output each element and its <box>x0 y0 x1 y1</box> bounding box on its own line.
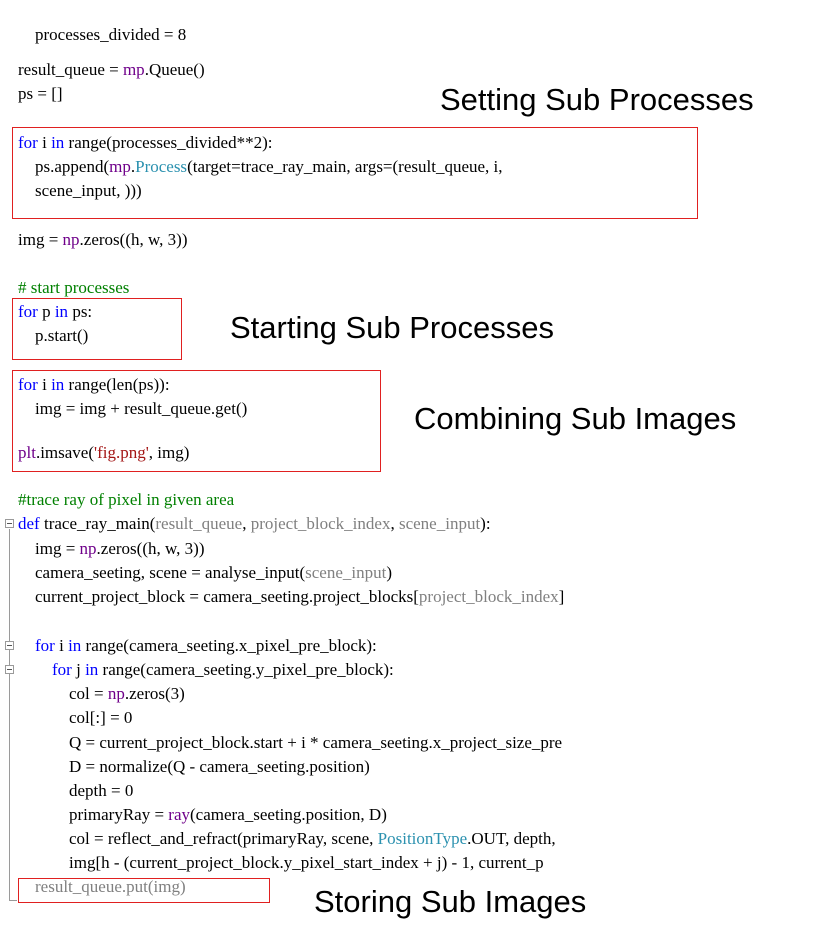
code-line-analyse: camera_seeting, scene = analyse_input(sc… <box>18 563 393 582</box>
highlight-box-combining <box>12 370 381 472</box>
code-line-put: result_queue.put(img) <box>18 877 186 896</box>
code-line-for-y: for j in range(camera_seeting.y_pixel_pr… <box>52 660 394 679</box>
code-line-result-queue: result_queue = mp.Queue() <box>18 60 205 79</box>
annotation-starting: Starting Sub Processes <box>230 310 554 345</box>
code-line-for-len: for i in range(len(ps)): <box>18 375 170 394</box>
highlight-box-setting <box>12 127 698 219</box>
code-line-current-block: current_project_block = camera_seeting.p… <box>18 587 565 606</box>
code-line-for-processes: for i in range(processes_divided**2): <box>18 133 273 152</box>
code-line-for-x: for i in range(camera_seeting.x_pixel_pr… <box>35 636 377 655</box>
fold-guide-line <box>9 529 10 901</box>
fold-collapse-icon[interactable] <box>5 519 14 528</box>
highlight-box-starting <box>12 298 182 360</box>
code-line-q: Q = current_project_block.start + i * ca… <box>18 733 563 752</box>
fold-collapse-icon[interactable] <box>5 665 14 674</box>
code-line-append-cont: scene_input, ))) <box>18 181 142 200</box>
code-line-processes-divided: processes_divided = 8 <box>35 25 187 44</box>
code-line-def: def trace_ray_main(result_queue, project… <box>18 514 491 533</box>
code-line-for-p: for p in ps: <box>18 302 93 321</box>
code-line-depth: depth = 0 <box>18 781 134 800</box>
fold-end-marker <box>9 900 17 901</box>
code-comment-trace: #trace ray of pixel in given area <box>18 490 235 509</box>
code-line-ps-init: ps = [] <box>18 84 63 103</box>
code-line-d: D = normalize(Q - camera_seeting.positio… <box>18 757 370 776</box>
code-line-imsave: plt.imsave('fig.png', img) <box>18 443 190 462</box>
annotation-storing: Storing Sub Images <box>314 884 587 919</box>
code-line-reflect: col = reflect_and_refract(primaryRay, sc… <box>18 829 560 848</box>
annotation-setting: Setting Sub Processes <box>440 82 754 117</box>
code-line-col-reset: col[:] = 0 <box>18 708 133 727</box>
code-line-primary-ray: primaryRay = ray(camera_seeting.position… <box>18 805 387 824</box>
code-line-img-get: img = img + result_queue.get() <box>18 399 248 418</box>
code-line-col-zeros: col = np.zeros(3) <box>18 684 185 703</box>
code-line-img-zeros-2: img = np.zeros((h, w, 3)) <box>18 539 205 558</box>
code-line-img-assign: img[h - (current_project_block.y_pixel_s… <box>18 853 544 872</box>
annotation-combining: Combining Sub Images <box>414 401 737 436</box>
code-line-img-zeros: img = np.zeros((h, w, 3)) <box>18 230 188 249</box>
code-comment-start: # start processes <box>18 278 130 297</box>
code-line-append: ps.append(mp.Process(target=trace_ray_ma… <box>18 157 503 176</box>
fold-collapse-icon[interactable] <box>5 641 14 650</box>
highlight-box-storing <box>18 878 270 903</box>
code-line-p-start: p.start() <box>18 326 89 345</box>
